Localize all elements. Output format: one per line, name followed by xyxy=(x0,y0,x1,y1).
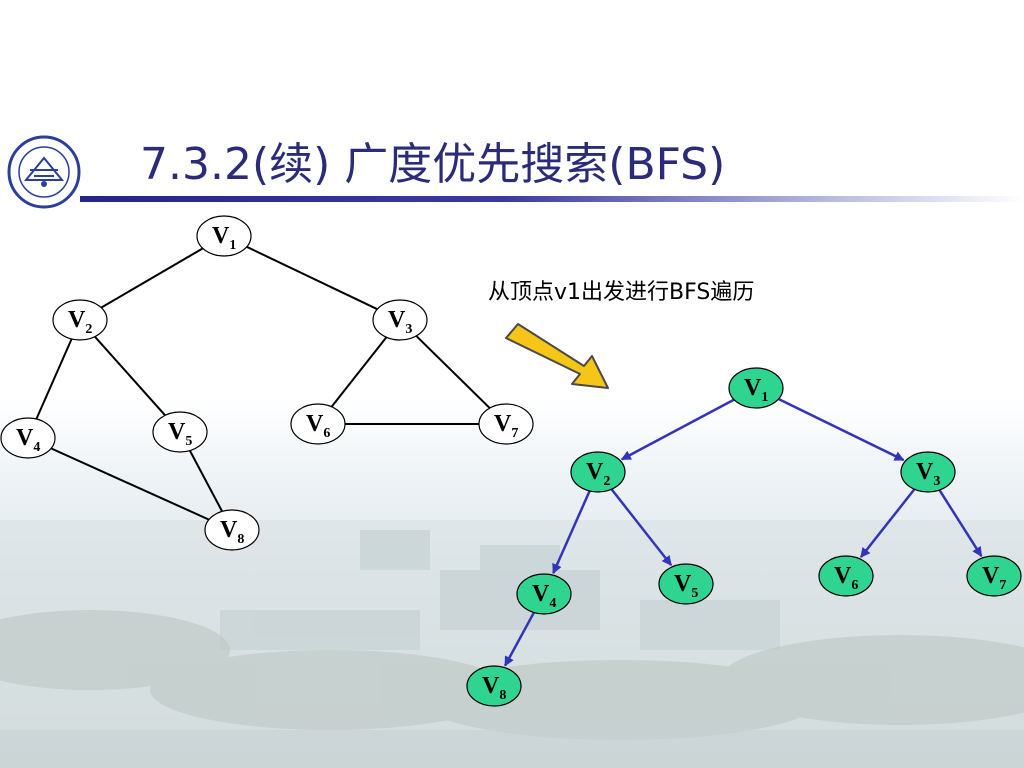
bfs-edge-v3-v7 xyxy=(938,489,983,558)
edge-v4-v8 xyxy=(50,447,210,521)
page-title: 7.3.2(续) 广度优先搜索(BFS) xyxy=(140,139,726,190)
graph-node-v2: V2 xyxy=(52,299,108,341)
graph-node-shape xyxy=(204,509,260,551)
bfs-node-shape xyxy=(900,451,956,493)
title-underline xyxy=(80,196,1024,202)
bfs-edge-v1-v2 xyxy=(620,398,735,461)
bfs-node-v1: V1 xyxy=(728,367,784,409)
edge-v2-v5 xyxy=(94,336,166,416)
bfs-node-v3: V3 xyxy=(900,451,956,493)
bfs-edge-v4-v8 xyxy=(503,611,536,667)
bfs-edge-v2-v5 xyxy=(610,488,673,566)
bfs-node-shape xyxy=(658,563,714,605)
edge-v3-v7 xyxy=(415,335,491,409)
bfs-node-shape xyxy=(466,665,522,707)
graph-node-shape xyxy=(478,403,534,445)
bfs-node-label: V6 xyxy=(834,563,858,593)
edge-v1-v2 xyxy=(100,247,204,309)
bfs-node-v7: V7 xyxy=(966,555,1022,597)
bfs-node-v5: V5 xyxy=(658,563,714,605)
bfs-node-shape xyxy=(728,367,784,409)
bfs-node-shape xyxy=(818,555,874,597)
bfs-edge-v1-v3 xyxy=(777,397,905,462)
bfs-node-v2: V2 xyxy=(570,451,626,493)
graph-node-v5: V5 xyxy=(152,411,208,453)
bfs-node-shape xyxy=(516,573,572,615)
bfs-edge-v3-v6 xyxy=(859,488,916,558)
graph-node-shape xyxy=(372,299,428,341)
bfs-node-v6: V6 xyxy=(818,555,874,597)
graph-node-v3: V3 xyxy=(372,299,428,341)
edge-v3-v6 xyxy=(330,336,388,408)
edge-v2-v4 xyxy=(35,338,73,420)
bfs-edge-v2-v4 xyxy=(552,490,591,575)
graph-node-v7: V7 xyxy=(478,403,534,445)
graph-node-shape xyxy=(152,411,208,453)
university-seal-icon xyxy=(7,135,81,209)
graph-node-shape xyxy=(196,215,252,257)
edge-v1-v3 xyxy=(246,245,378,311)
graph-node-v8: V8 xyxy=(204,509,260,551)
bfs-caption: 从顶点v1出发进行BFS遍历 xyxy=(488,280,755,305)
edge-v5-v8 xyxy=(188,450,224,512)
bfs-node-shape xyxy=(570,451,626,493)
bfs-tree-edges xyxy=(503,397,983,667)
graph-node-v1: V1 xyxy=(196,215,252,257)
bfs-node-v8: V8 xyxy=(466,665,522,707)
arrow-down-right-icon xyxy=(505,323,609,389)
graph-node-v4: V4 xyxy=(0,417,56,459)
undirected-graph-edges xyxy=(35,245,491,521)
bfs-node-shape xyxy=(966,555,1022,597)
graph-node-shape xyxy=(0,417,56,459)
bfs-node-label: V4 xyxy=(532,581,556,611)
graph-node-shape xyxy=(290,403,346,445)
graph-node-shape xyxy=(52,299,108,341)
bfs-node-v4: V4 xyxy=(516,573,572,615)
graph-node-v6: V6 xyxy=(290,403,346,445)
